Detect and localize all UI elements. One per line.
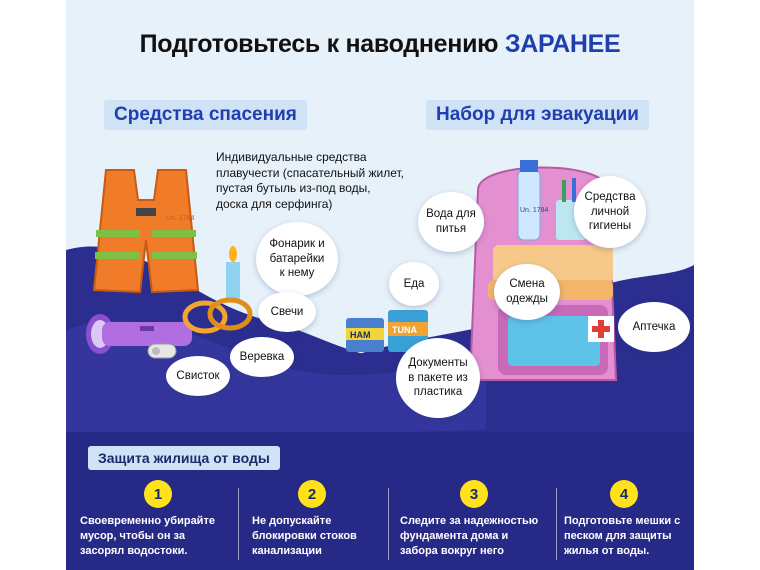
flotation-note: Индивидуальные средства плавучести (спас… <box>216 150 405 211</box>
can-ham-label: HAM <box>350 330 371 340</box>
bubble-candles: Свечи <box>258 292 316 332</box>
vest-tag: Un. 1784 <box>166 215 195 222</box>
step-text: Своевременно убирайте мусор, чтобы он за… <box>80 515 215 557</box>
whistle-icon <box>147 343 177 359</box>
poster: Подготовьтесь к наводнению ЗАРАНЕЕ Средс… <box>66 0 694 570</box>
step-divider <box>388 488 389 560</box>
rescue-heading: Средства спасения <box>104 100 307 130</box>
title-main: Подготовьтесь к наводнению <box>139 30 499 58</box>
step-number: 3 <box>460 480 488 508</box>
title-accent: ЗАРАНЕЕ <box>504 30 621 58</box>
step-divider <box>238 488 239 560</box>
can-tuna-label: TUNA <box>392 325 417 335</box>
step-text: Не допускайте блокировки стоков канализа… <box>252 515 357 557</box>
step-divider <box>556 488 557 560</box>
bubble-rope: Веревка <box>230 337 294 377</box>
bubble-firstaid: Аптечка <box>618 302 690 352</box>
evacuation-heading: Набор для эвакуации <box>426 100 649 130</box>
home-protection-heading: Защита жилища от воды <box>88 446 280 470</box>
bubble-whistle: Свисток <box>166 356 230 396</box>
bubble-clothes: Смена одежды <box>494 264 560 320</box>
step-number: 1 <box>144 480 172 508</box>
step-text: Следите за надежностью фундамента дома и… <box>400 515 539 557</box>
step-number: 2 <box>298 480 326 508</box>
bubble-water: Вода для питья <box>418 192 484 252</box>
step-number: 4 <box>610 480 638 508</box>
bubble-food: Еда <box>389 262 439 306</box>
bubble-flashlight: Фонарик и батарейки к нему <box>256 222 338 296</box>
rope-icon <box>182 297 253 334</box>
bubble-documents: Документы в пакете из пластика <box>396 338 480 418</box>
life-vest-icon: Un. 1784 <box>92 169 200 294</box>
page-title: Подготовьтесь к наводнению ЗАРАНЕЕ <box>66 30 694 59</box>
step-text: Подготовьте мешки с песком для защиты жи… <box>564 515 681 557</box>
candle-icon <box>226 246 240 302</box>
flashlight-icon <box>86 314 192 354</box>
bubble-hygiene: Средства личной гигиены <box>574 176 646 248</box>
bottle-tag: Un. 1784 <box>520 207 549 214</box>
food-cans-icon: HAM TUNA <box>346 310 428 352</box>
